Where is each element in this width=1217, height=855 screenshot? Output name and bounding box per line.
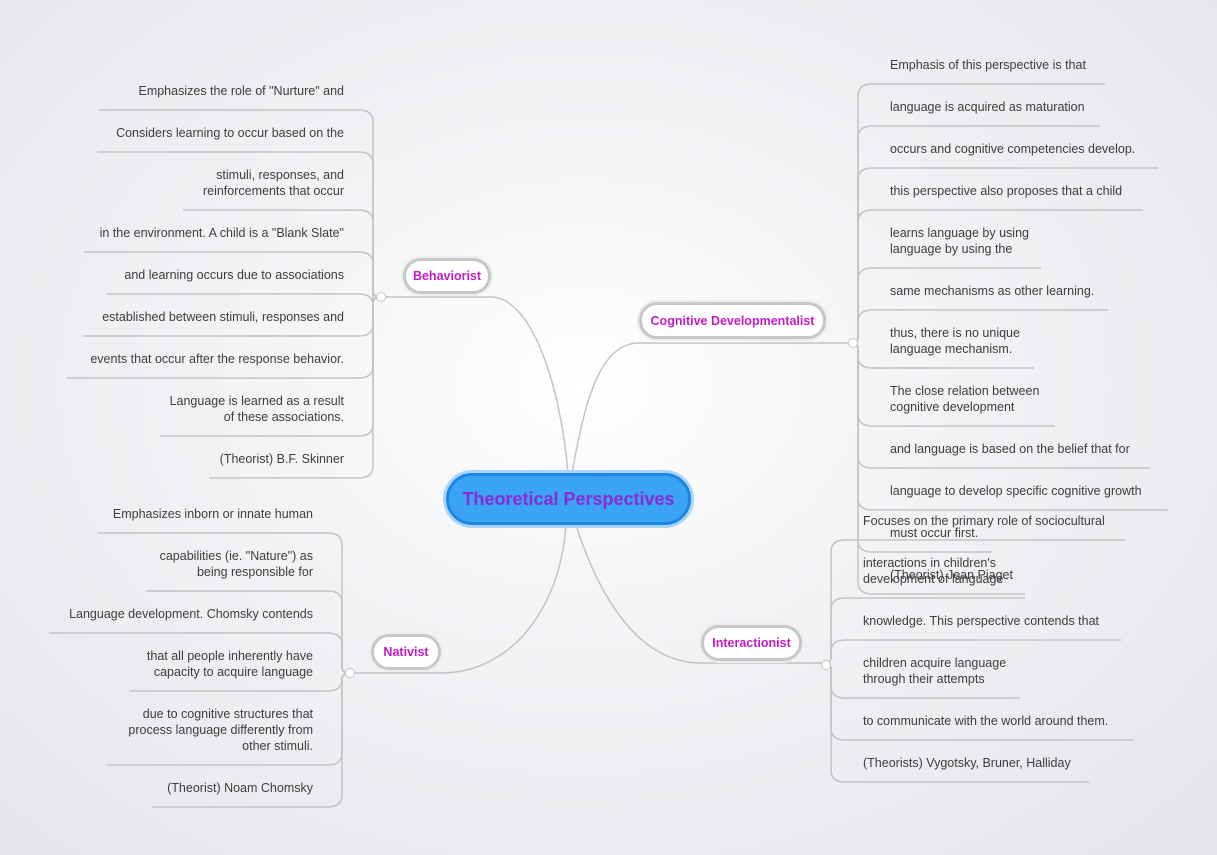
- cognitive-item[interactable]: The close relation between cognitive deve…: [890, 383, 1039, 415]
- behaviorist-item-line: events that occur after the response beh…: [90, 352, 344, 366]
- cognitive-item-line: occurs and cognitive competencies develo…: [890, 142, 1136, 156]
- cognitive-item-line: language mechanism.: [890, 342, 1013, 356]
- topic-nativist[interactable]: Nativist: [371, 634, 441, 670]
- link-interactionist: [575, 524, 825, 664]
- nativist-item[interactable]: capabilities (ie. "Nature") as being resp…: [160, 548, 313, 580]
- interactionist-item[interactable]: children acquire language through their a…: [863, 655, 1006, 687]
- nativist-item-line: (Theorist) Noam Chomsky: [167, 781, 313, 795]
- topic-interactionist[interactable]: Interactionist: [701, 625, 802, 661]
- interactionist-item[interactable]: Focuses on the primary role of sociocult…: [863, 513, 1105, 529]
- cognitive-item-line: language by using the: [890, 242, 1013, 256]
- cognitive-item-line: (Theorist) Jean Piaget: [890, 568, 1013, 582]
- interactionist-item[interactable]: to communicate with the world around the…: [863, 713, 1108, 729]
- cognitive-item-line: language to develop specific cognitive g…: [890, 484, 1142, 498]
- cognitive-item-line: cognitive development: [890, 400, 1015, 414]
- cognitive-item-connector: [851, 83, 1105, 344]
- interactionist-item-line: to communicate with the world around the…: [863, 714, 1109, 728]
- cognitive-item[interactable]: thus, there is no unique language mechani…: [890, 325, 1020, 357]
- cognitive-item[interactable]: occurs and cognitive competencies develo…: [890, 141, 1135, 157]
- link-behaviorist: [380, 296, 569, 474]
- nativist-item-line: Language development. Chomsky contends: [69, 607, 313, 621]
- cognitive-collapse-handle[interactable]: [848, 338, 858, 348]
- behaviorist-item[interactable]: (Theorist) B.F. Skinner: [220, 451, 344, 467]
- nativist-item-line: due to cognitive structures that: [142, 707, 313, 721]
- interactionist-item-line: through their attempts: [863, 672, 985, 686]
- interactionist-item-line: interactions in children's: [863, 556, 997, 570]
- behaviorist-collapse-handle[interactable]: [376, 292, 386, 302]
- central-topic[interactable]: Theoretical Perspectives: [446, 473, 691, 525]
- behaviorist-item-connector: [106, 290, 381, 307]
- cognitive-item[interactable]: Emphasis of this perspective is that: [890, 57, 1086, 73]
- interactionist-item-line: development of language: [863, 572, 1004, 586]
- nativist-collapse-handle[interactable]: [345, 668, 355, 678]
- interactionist-item-line: knowledge. This perspective contends tha…: [863, 614, 1100, 628]
- cognitive-item[interactable]: must occur first.: [890, 525, 978, 541]
- behaviorist-item-line: (Theorist) B.F. Skinner: [219, 452, 344, 466]
- nativist-item-line: Emphasizes inborn or innate human: [112, 507, 313, 521]
- nativist-item[interactable]: Emphasizes inborn or innate human: [113, 506, 313, 522]
- cognitive-item-line: thus, there is no unique: [890, 326, 1020, 340]
- link-cognitive: [571, 342, 852, 474]
- behaviorist-item[interactable]: Emphasizes the role of "Nurture" and: [138, 83, 344, 99]
- cognitive-item[interactable]: this perspective also proposes that a ch…: [890, 183, 1122, 199]
- nativist-item[interactable]: Language development. Chomsky contends: [69, 606, 313, 622]
- behaviorist-item[interactable]: in the environment. A child is a "Blank …: [100, 225, 344, 241]
- cognitive-item-line: The close relation between: [890, 384, 1040, 398]
- topic-cognitive-developmentalist[interactable]: Cognitive Developmentalist: [639, 302, 826, 339]
- behaviorist-item-line: Language is learned as a result: [169, 394, 344, 408]
- interactionist-item[interactable]: (Theorists) Vygotsky, Bruner, Halliday: [863, 755, 1071, 771]
- topic-behaviorist[interactable]: Behaviorist: [403, 258, 491, 294]
- nativist-item-line: capabilities (ie. "Nature") as: [159, 549, 313, 563]
- link-nativist: [350, 524, 567, 674]
- behaviorist-item-line: reinforcements that occur: [202, 184, 344, 198]
- nativist-item[interactable]: due to cognitive structures that process …: [128, 706, 313, 754]
- cognitive-item-line: language is acquired as maturation: [890, 100, 1085, 114]
- cognitive-item-line: and language is based on the belief that…: [890, 442, 1130, 456]
- cognitive-item-line: this perspective also proposes that a ch…: [890, 184, 1123, 198]
- behaviorist-item[interactable]: established between stimuli, responses a…: [102, 309, 344, 325]
- cognitive-item[interactable]: (Theorist) Jean Piaget: [890, 567, 1013, 583]
- nativist-item-line: that all people inherently have: [146, 649, 313, 663]
- behaviorist-item[interactable]: Considers learning to occur based on the: [116, 125, 344, 141]
- behaviorist-item-line: in the environment. A child is a "Blank …: [99, 226, 344, 240]
- cognitive-item-line: Emphasis of this perspective is that: [890, 58, 1086, 72]
- interactionist-item-connector: [824, 597, 1025, 664]
- nativist-item[interactable]: that all people inherently have capacity …: [147, 648, 313, 680]
- behaviorist-item-line: Emphasizes the role of "Nurture" and: [138, 84, 344, 98]
- behaviorist-item-line: stimuli, responses, and: [216, 168, 344, 182]
- interactionist-collapse-handle[interactable]: [821, 660, 831, 670]
- behaviorist-item[interactable]: and learning occurs due to associations: [124, 267, 344, 283]
- nativist-item-line: being responsible for: [196, 565, 313, 579]
- interactionist-item-line: (Theorists) Vygotsky, Bruner, Halliday: [863, 756, 1071, 770]
- interactionist-item[interactable]: knowledge. This perspective contends tha…: [863, 613, 1099, 629]
- behaviorist-item[interactable]: stimuli, responses, and reinforcements th…: [203, 167, 344, 199]
- behaviorist-item[interactable]: events that occur after the response beh…: [90, 351, 344, 367]
- behaviorist-item-line: established between stimuli, responses a…: [102, 310, 344, 324]
- interactionist-item-line: children acquire language: [863, 656, 1007, 670]
- behaviorist-item-line: and learning occurs due to associations: [124, 268, 344, 282]
- behaviorist-item-connector: [183, 209, 381, 298]
- cognitive-item[interactable]: language to develop specific cognitive g…: [890, 483, 1142, 499]
- cognitive-item[interactable]: same mechanisms as other learning.: [890, 283, 1094, 299]
- nativist-item[interactable]: (Theorist) Noam Chomsky: [167, 780, 313, 796]
- cognitive-item[interactable]: language is acquired as maturation: [890, 99, 1085, 115]
- cognitive-item[interactable]: learns language by using language by usin…: [890, 225, 1029, 257]
- nativist-item-line: other stimuli.: [242, 739, 313, 753]
- interactionist-item-line: Focuses on the primary role of sociocult…: [863, 514, 1105, 528]
- behaviorist-item-line: of these associations.: [223, 410, 344, 424]
- nativist-item-line: process language differently from: [128, 723, 313, 737]
- behaviorist-item-line: Considers learning to occur based on the: [116, 126, 344, 140]
- behaviorist-item[interactable]: Language is learned as a result of these …: [170, 393, 344, 425]
- cognitive-item-line: learns language by using: [890, 226, 1029, 240]
- nativist-item-line: capacity to acquire language: [153, 665, 313, 679]
- interactionist-item[interactable]: interactions in children's development of…: [863, 555, 1003, 587]
- cognitive-item-line: same mechanisms as other learning.: [890, 284, 1095, 298]
- cognitive-item[interactable]: and language is based on the belief that…: [890, 441, 1130, 457]
- cognitive-item-line: must occur first.: [890, 526, 979, 540]
